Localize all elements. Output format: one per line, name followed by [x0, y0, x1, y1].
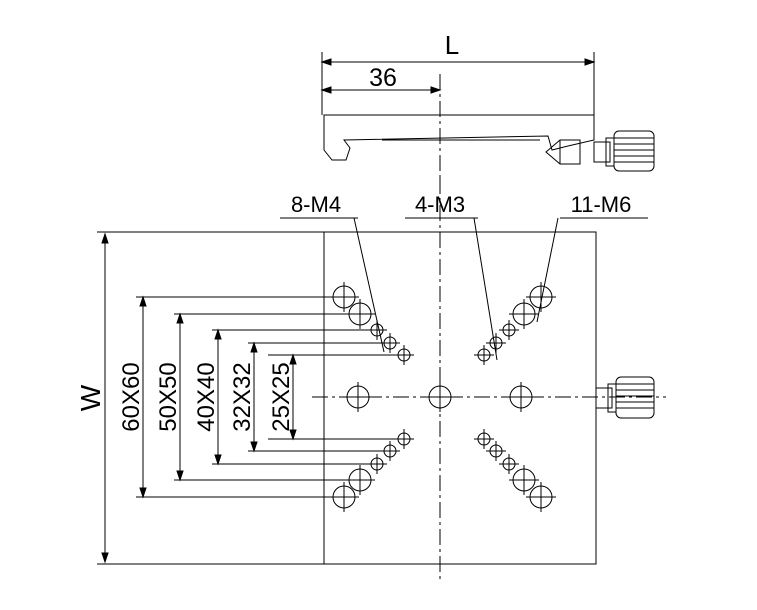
- label-width: W: [75, 384, 106, 411]
- label-pitch-32: 32X32: [229, 362, 256, 431]
- pitch-32-dimension: [248, 341, 390, 453]
- dim-offset-arrow-left: [320, 86, 332, 94]
- pitch-40-dimension: [212, 328, 377, 466]
- dim-length-arrow-right: [584, 58, 596, 66]
- mounting-holes: [329, 282, 556, 512]
- pitch-50-dimension: [174, 312, 360, 482]
- pitch-60-dimension: [136, 295, 344, 499]
- leader-m4: [353, 217, 385, 353]
- label-hole-m6: 11-M6: [571, 192, 632, 217]
- label-pitch-50: 50X50: [155, 362, 182, 431]
- label-pitch-60: 60X60: [118, 362, 145, 431]
- label-pitch-40: 40X40: [193, 362, 220, 431]
- label-length: L: [445, 30, 459, 60]
- top-knob-icon: [615, 376, 655, 419]
- pitch-25-dimension: [268, 353, 404, 441]
- side-profile-body: [323, 114, 595, 161]
- hole-callouts: 8-M4 4-M3 11-M6: [280, 192, 648, 361]
- dim-offset-arrow-right: [430, 86, 442, 94]
- stage-plate: [323, 231, 597, 565]
- top-view: W 60X60 50X50 40X40: [75, 178, 666, 582]
- side-knob-icon: [613, 130, 655, 172]
- label-pitch-25: 25X25: [268, 362, 295, 431]
- top-knob-neck: [595, 387, 613, 409]
- side-view: L 36: [320, 30, 655, 180]
- dim-width-arrow-top: [101, 232, 109, 244]
- label-offset: 36: [369, 64, 397, 92]
- side-knob-neck: [593, 141, 611, 163]
- dim-width-arrow-bottom: [101, 552, 109, 564]
- dim-length-arrow-left: [320, 58, 332, 66]
- label-hole-m4: 8-M4: [291, 192, 341, 217]
- leader-m3: [473, 217, 498, 361]
- side-clamp-tip: [545, 139, 581, 165]
